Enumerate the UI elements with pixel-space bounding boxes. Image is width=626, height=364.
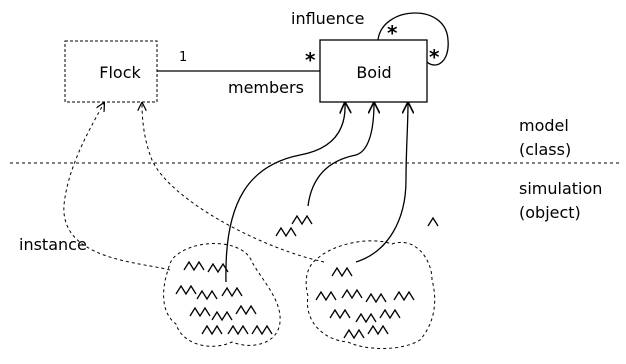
boid-glyph [189,306,211,318]
boid-glyph [175,284,197,296]
boid-glyph [227,324,249,336]
instance-arrow-right-flock [142,103,325,263]
boid-glyph [315,290,337,302]
free-boids [275,214,439,238]
simulation-layer-sublabel: (object) [519,203,581,222]
influence-role-label: influence [291,9,364,28]
boid-glyph [196,289,218,301]
boid-class-box [319,39,428,103]
model-layer-label: model [519,116,569,135]
boid-glyph [393,290,415,302]
influence-multiplicity-right: * [429,45,440,69]
boid-glyph [367,324,389,336]
left-flock-boids [175,260,273,336]
boid-class-label: Boid [356,63,391,82]
boid-glyph [183,260,205,272]
model-layer-sublabel: (class) [519,140,571,159]
instance-arrow-free-boids [307,103,374,207]
flock-instance-right-cloud [305,240,436,349]
instance-arrow-left-boids [225,103,345,283]
flock-multiplicity: 1 [179,50,187,65]
boid-glyph [201,324,223,336]
instance-arrow-left-flock [63,103,171,271]
boid-glyph [251,324,273,336]
boid-glyph [427,216,439,227]
instance-label: instance [19,235,87,254]
boid-glyph [221,286,243,298]
boid-glyph [331,266,353,278]
boid-glyph [291,214,313,226]
flock-instance-left-cloud [163,243,281,347]
boid-glyph [211,310,233,322]
boid-glyph [235,304,257,316]
boid-glyph [355,312,377,324]
flock-class-label: Flock [99,63,141,82]
simulation-layer-label: simulation [519,179,602,198]
boid-glyph [379,308,401,320]
influence-self-association [377,12,449,66]
influence-multiplicity-top: * [387,21,398,45]
boid-glyph [343,328,365,340]
flock-class-box [64,40,158,103]
right-flock-boids [315,266,415,340]
boid-glyph [207,262,229,274]
instance-arrow-right-boids [355,103,408,263]
members-role-label: members [228,78,304,97]
boid-glyph [329,308,351,320]
boid-multiplicity: * [305,48,316,72]
boid-glyph [365,292,387,304]
boid-glyph [341,288,363,300]
boid-glyph [275,226,297,238]
